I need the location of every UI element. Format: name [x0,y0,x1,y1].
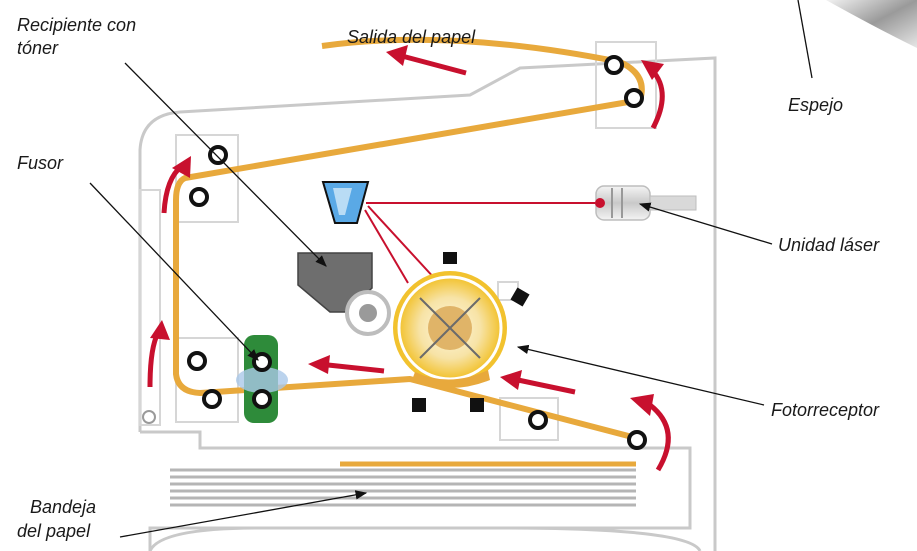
direction-arrows [147,45,671,472]
scanner-mirror [321,181,370,224]
label-mirror: Espejo [788,95,844,115]
label-paper-exit: Salida del papel [347,27,476,47]
label-photoreceptor: Fotorreceptor [771,400,880,420]
photoreceptor-drum [393,271,507,388]
label-paper-tray-line1: Bandeja [30,497,97,517]
label-toner-line2: tóner [17,38,59,58]
fuser [236,335,288,423]
leader-lines [89,0,813,538]
small-roller [142,410,156,424]
toner-container [297,252,391,336]
rollers [187,55,647,450]
label-fuser: Fusor [17,153,64,173]
drum-components [412,252,530,412]
paper-path [173,36,645,441]
printer-housing [138,56,717,551]
paper-tray [170,461,636,507]
label-paper-tray-line2: del papel [17,521,91,541]
corner-mirror [826,0,917,48]
label-toner-line1: Recipiente con [17,15,137,35]
laser-unit [595,185,697,221]
laser-beam [364,202,596,294]
label-laser-unit: Unidad láser [778,235,880,255]
